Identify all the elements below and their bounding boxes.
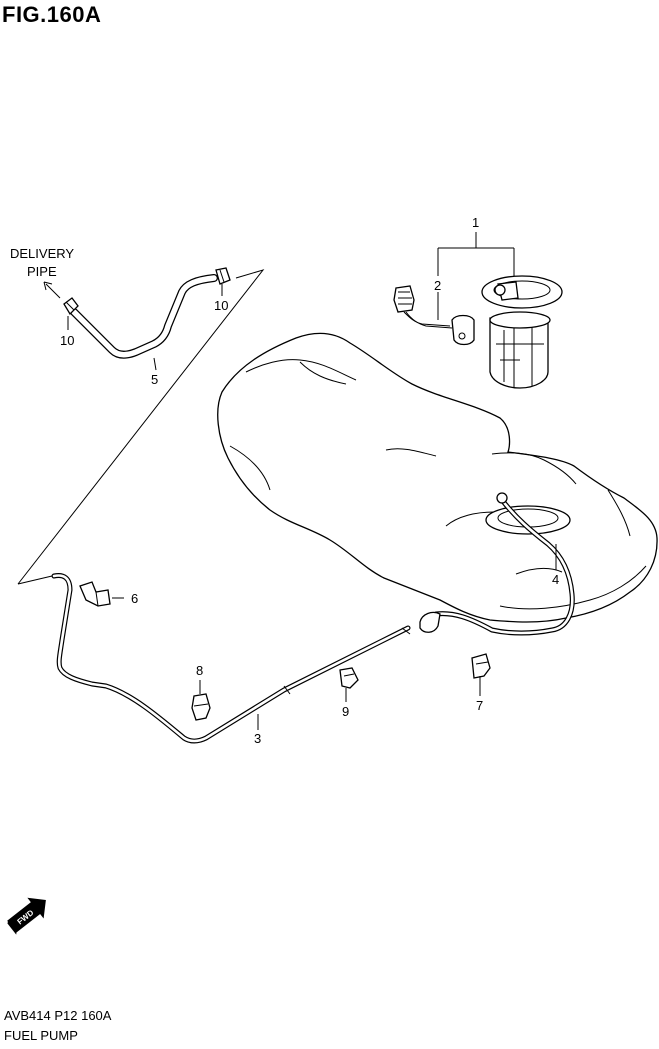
delivery-pipe-label-line2: PIPE xyxy=(27,264,57,279)
part-label-9: 9 xyxy=(342,704,349,719)
delivery-pipe-arrow xyxy=(43,281,61,299)
pipe-clamp-8 xyxy=(191,693,211,721)
part-label-10-right: 10 xyxy=(214,298,228,313)
pump-wiring-harness xyxy=(393,285,475,346)
part-label-2: 2 xyxy=(434,278,441,293)
part-label-5: 5 xyxy=(151,372,158,387)
hose-clip-10-left xyxy=(63,297,79,316)
part-label-1: 1 xyxy=(472,215,479,230)
pipe-clamp-6 xyxy=(79,581,111,607)
hose-clip-10-right xyxy=(215,267,231,285)
part-label-7: 7 xyxy=(476,698,483,713)
pipe-clamp-9 xyxy=(339,667,359,689)
part-label-8: 8 xyxy=(196,663,203,678)
part-label-4: 4 xyxy=(552,572,559,587)
part-label-6: 6 xyxy=(131,591,138,606)
fwd-arrow-icon: FWD xyxy=(7,897,46,935)
part-label-3: 3 xyxy=(254,731,261,746)
footer-figure-code: AVB414 P12 160A xyxy=(4,1008,112,1023)
footer-figure-name: FUEL PUMP xyxy=(4,1028,78,1043)
pipe-clamp-7 xyxy=(471,653,491,679)
delivery-pipe-label-line1: DELIVERY xyxy=(10,246,74,261)
part-number-labels: 1 2 3 4 5 6 7 8 9 10 10 xyxy=(60,215,559,746)
tank-hose-4 xyxy=(419,492,575,636)
leader-lines xyxy=(67,232,557,730)
part-label-10-left: 10 xyxy=(60,333,74,348)
figure-title: FIG.160A xyxy=(2,2,102,27)
fuel-hose-5 xyxy=(70,274,218,359)
fuel-tank xyxy=(217,332,658,623)
fuel-pump-assembly xyxy=(481,275,563,389)
fuel-feed-pipe-3 xyxy=(51,573,411,744)
assembly-frame-lines xyxy=(17,269,265,585)
